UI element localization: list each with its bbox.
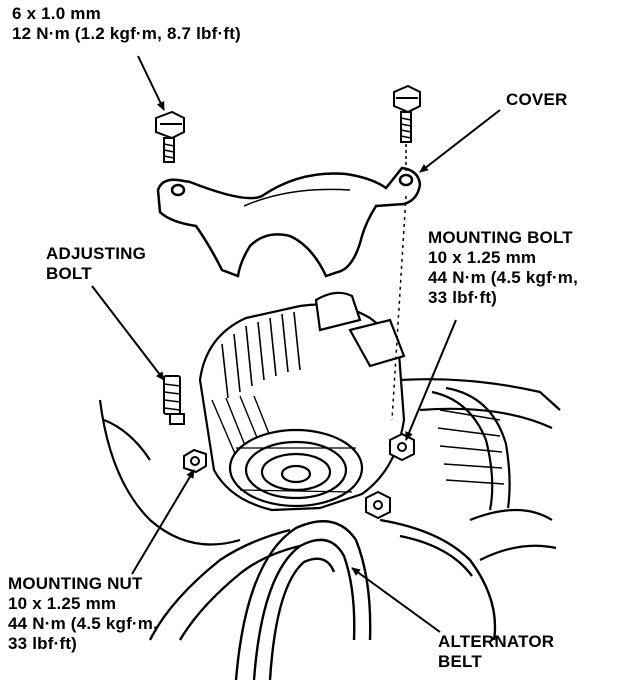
cover-bolt-left	[155, 110, 185, 163]
mounting-bolt-torque-cont: 33 lbf·ft)	[428, 288, 498, 307]
leader-cover	[419, 109, 501, 173]
mounting-nut-label: MOUNTING NUT 10 x 1.25 mm 44 N·m (4.5 kg…	[8, 574, 158, 654]
mounting-bolt-label: MOUNTING BOLT 10 x 1.25 mm 44 N·m (4.5 k…	[428, 228, 578, 308]
alternator-belt-line1: ALTERNATOR	[438, 632, 555, 651]
leader-mounting-nut	[131, 469, 195, 575]
cover-bolt-spec-label: 6 x 1.0 mm 12 N·m (1.2 kgf·m, 8.7 lbf·ft…	[12, 4, 241, 44]
mounting-nut-drawing	[183, 448, 207, 474]
adjusting-bolt-label: ADJUSTING BOLT	[46, 244, 146, 284]
mounting-bolt-title: MOUNTING BOLT	[428, 228, 573, 247]
mounting-bolt-torque: 44 N·m (4.5 kgf·m,	[428, 268, 579, 287]
adjusting-bolt-line2: BOLT	[46, 264, 92, 283]
mounting-nut-size: 10 x 1.25 mm	[8, 594, 117, 613]
engine-block	[98, 378, 561, 561]
cover-bolt-right	[393, 84, 421, 143]
alternator-belt-drawing	[148, 518, 497, 680]
cover-bracket	[156, 166, 422, 278]
leader-lines	[91, 55, 501, 633]
mounting-nut-title: MOUNTING NUT	[8, 574, 143, 593]
adjusting-bolt-drawing	[163, 375, 185, 425]
alternator-belt-line2: BELT	[438, 652, 482, 671]
cover-bolt-size: 6 x 1.0 mm	[12, 4, 101, 23]
adjusting-bolt-line1: ADJUSTING	[46, 244, 147, 263]
leader-mounting-bolt	[405, 319, 457, 441]
cover-bolt-torque: 12 N·m (1.2 kgf·m, 8.7 lbf·ft)	[12, 24, 241, 43]
mounting-nut-torque-cont: 33 lbf·ft)	[8, 634, 78, 653]
lower-nut-drawing	[365, 490, 391, 520]
mounting-bolt-size: 10 x 1.25 mm	[428, 248, 537, 267]
leader-adjusting-bolt	[91, 285, 165, 381]
leader-alternator-belt	[351, 567, 441, 633]
mounting-bolt-drawing	[389, 432, 415, 462]
leader-cover-bolt	[137, 55, 165, 111]
alternator-body	[198, 291, 406, 512]
cover-label: COVER	[506, 90, 567, 110]
cover-text: COVER	[506, 90, 568, 109]
mounting-nut-torque: 44 N·m (4.5 kgf·m,	[8, 614, 159, 633]
alternator-belt-label: ALTERNATOR BELT	[438, 632, 554, 672]
